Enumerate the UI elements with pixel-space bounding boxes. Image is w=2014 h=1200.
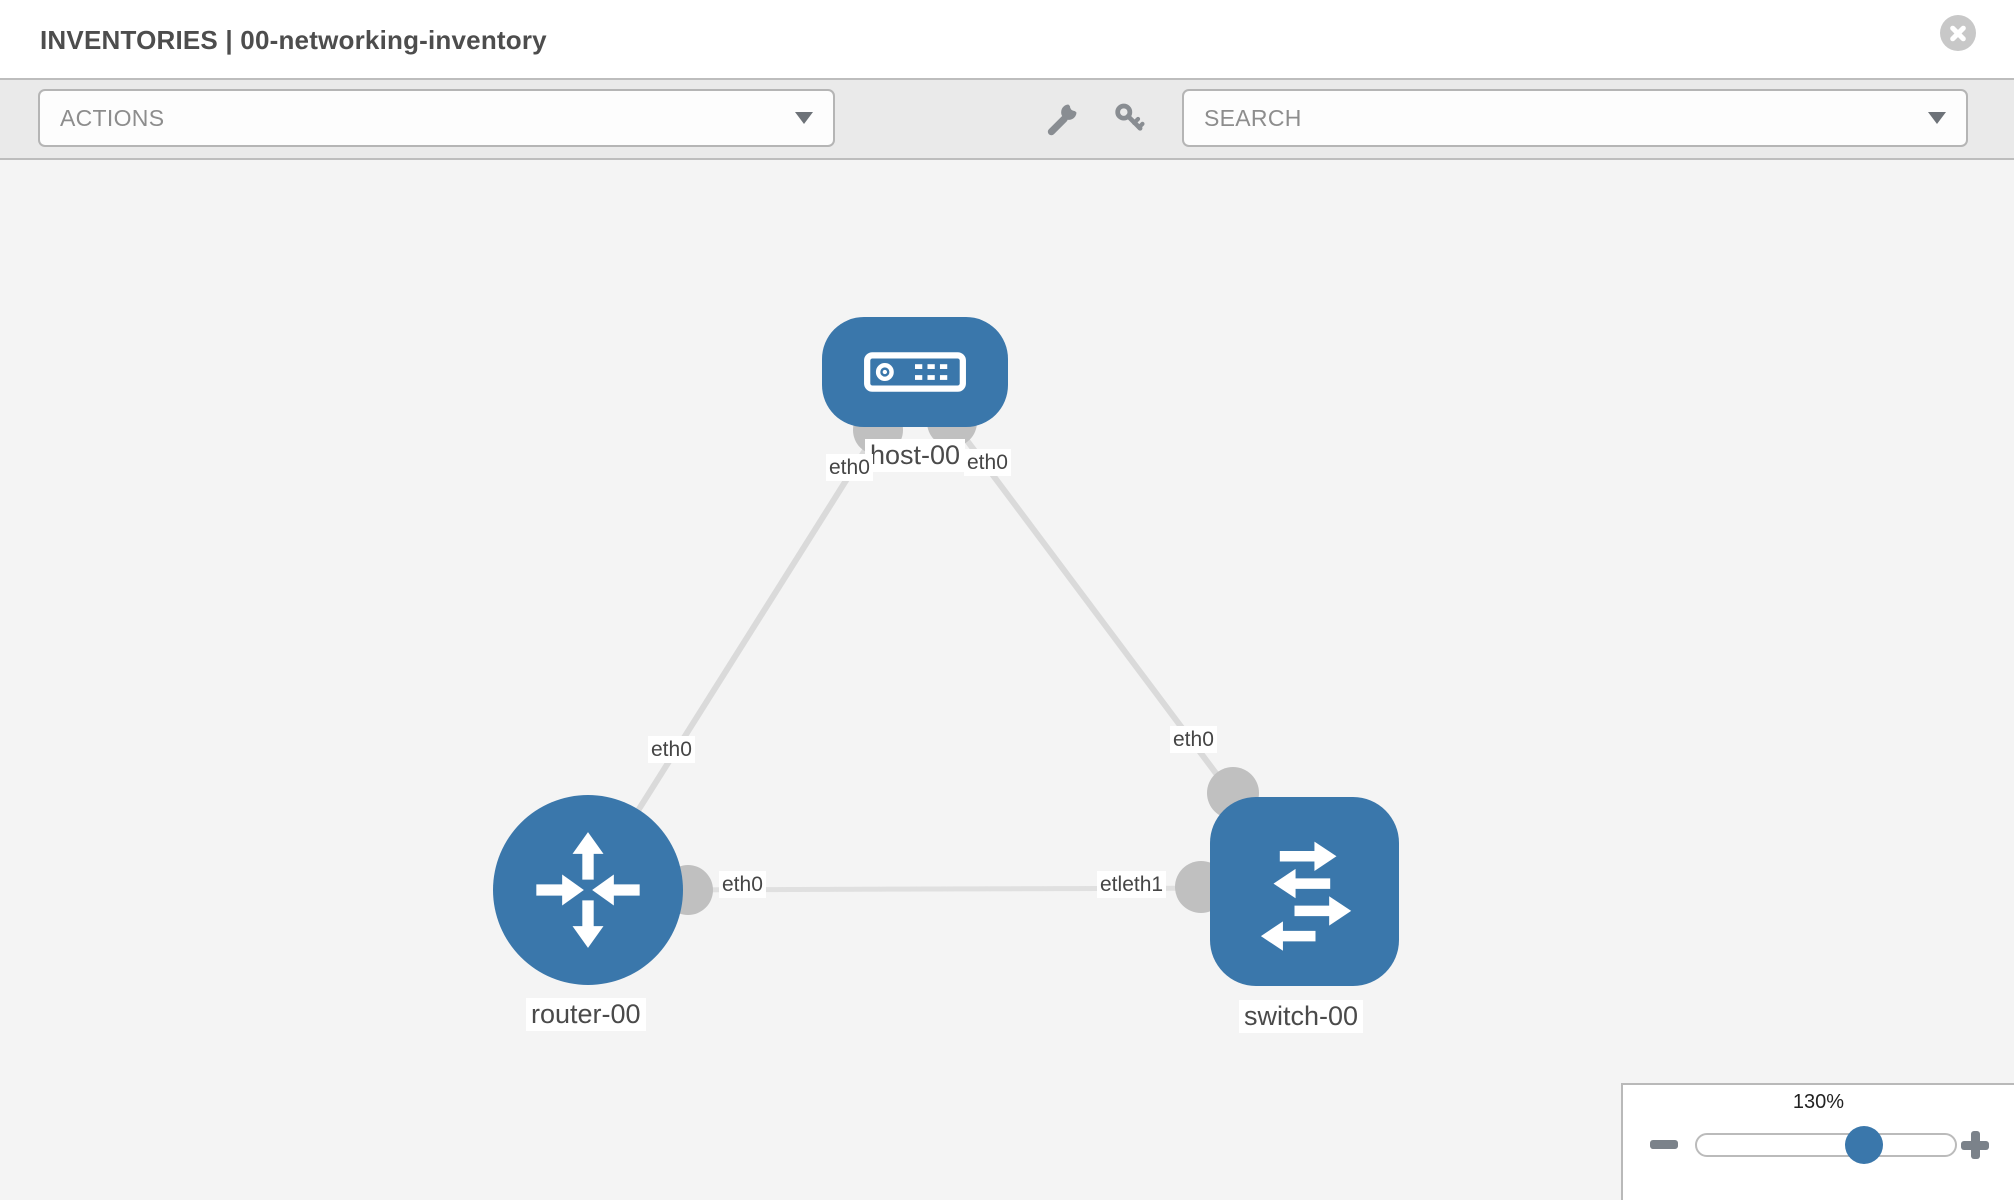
node-host-00[interactable] xyxy=(822,317,1008,427)
plus-icon-bar xyxy=(1970,1131,1980,1159)
host-device-icon xyxy=(864,352,966,392)
header: INVENTORIES | 00-networking-inventory xyxy=(0,0,2014,78)
interface-label: eth0 xyxy=(648,736,695,763)
zoom-in-plus-icon[interactable] xyxy=(1959,1129,1991,1161)
node-label-switch: switch-00 xyxy=(1239,1000,1364,1033)
chevron-down-icon xyxy=(1928,112,1946,124)
node-switch-00[interactable] xyxy=(1210,797,1399,986)
node-router-00[interactable] xyxy=(493,795,683,985)
node-label-router: router-00 xyxy=(526,998,646,1031)
interface-label: eth0 xyxy=(1170,726,1217,753)
interface-label-fragment: etl xyxy=(1100,873,1123,896)
toolbar: ACTIONS SEARCH xyxy=(0,78,2014,160)
actions-dropdown-label: ACTIONS xyxy=(60,104,165,131)
zoom-out-minus-icon[interactable] xyxy=(1650,1140,1678,1149)
wrench-button[interactable] xyxy=(1044,101,1080,137)
page-title: INVENTORIES | 00-networking-inventory xyxy=(40,25,547,55)
switch-arrows-icon xyxy=(1260,841,1351,951)
search-dropdown[interactable]: SEARCH xyxy=(1182,89,1968,147)
interface-label: eth0 xyxy=(826,454,873,481)
node-label-host: host-00 xyxy=(865,439,966,472)
interface-label: eth1 xyxy=(1122,873,1164,896)
router-arrows-icon xyxy=(536,832,640,948)
topology-canvas[interactable]: host-00 router-00 switch-00 eth0 eth0 et… xyxy=(0,160,2014,1200)
zoom-control-panel: 130% xyxy=(1621,1083,2014,1200)
actions-dropdown[interactable]: ACTIONS xyxy=(38,89,835,147)
topology-edges-layer xyxy=(585,369,1307,915)
interface-label: eth0 xyxy=(964,449,1011,476)
key-icon xyxy=(1115,103,1145,131)
close-icon[interactable] xyxy=(1940,15,1976,51)
zoom-slider-handle[interactable] xyxy=(1845,1126,1883,1164)
wrench-icon xyxy=(1047,102,1079,136)
search-placeholder: SEARCH xyxy=(1204,104,1302,131)
zoom-level-value: 130% xyxy=(1792,1091,1845,1113)
key-button[interactable] xyxy=(1112,101,1148,137)
interface-label: eth0 xyxy=(719,871,766,898)
chevron-down-icon xyxy=(795,112,813,124)
zoom-slider-track[interactable] xyxy=(1695,1133,1957,1157)
